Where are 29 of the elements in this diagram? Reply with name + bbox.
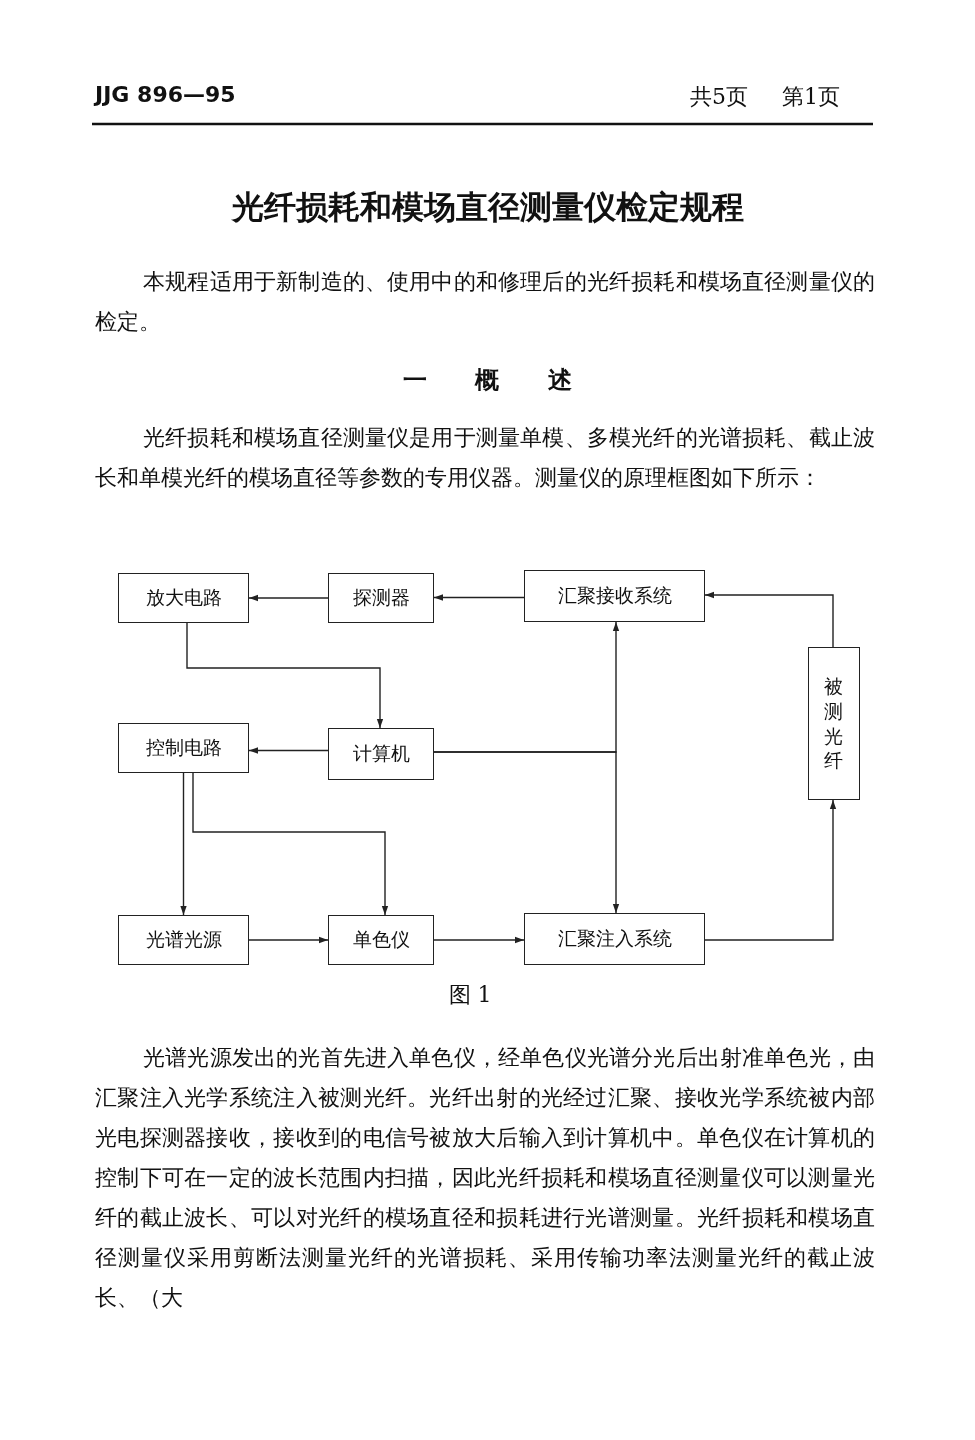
arrow: [186, 622, 384, 729]
figure-caption: 图 1: [447, 981, 493, 1009]
paragraph: 本规程适用于新制造的、使用中的和修理后的光纤损耗和模场直径测量仪的检定。: [95, 268, 875, 336]
process-box: 光谱光源: [118, 915, 249, 965]
process-box: 控制电路: [118, 723, 249, 773]
process-box: 被测光纤: [808, 647, 860, 800]
process-box: 放大电路: [118, 573, 249, 623]
process-box: 单色仪: [328, 915, 434, 965]
arrow: [180, 772, 187, 916]
arrow: [192, 772, 389, 916]
arrow: [248, 594, 329, 602]
document-code: JJG 896—95: [95, 82, 236, 107]
arrow: [704, 591, 834, 648]
arrow: [433, 594, 525, 601]
page-count: 共5页: [690, 83, 748, 111]
paragraph: 光纤损耗和模场直径测量仪是用于测量单模、多模光纤的光谱损耗、截止波长和单模光纤的模场直径等参数的专用仪器。测量仪的原理框图如下所示：: [95, 424, 875, 492]
section-heading: 一 概 述: [402, 364, 573, 396]
arrow: [433, 751, 620, 914]
paragraph: 光谱光源发出的光首先进入单色仪，经单色仪光谱分光后出射准单色光，由汇聚注入光学系统注入被测光纤。光纤出射的光经过汇聚、接收光学系统被内部光电探测器接收，接收到的电信号被放大后输入到计算机中。单色仪在计算机的控制下可在一定的波长范围内扫描，因此光纤损耗和模场直径测量仪可以测量光纤的截止波长、可以对光纤的模场直径和损耗进行光谱测量。光纤损耗和模场直径测量仪采用剪断法测量光纤的光谱损耗、采用传输功率法测量光纤的截止波长、（大: [95, 1044, 875, 1312]
process-box: 汇聚接收系统: [524, 570, 705, 622]
process-box: 计算机: [328, 728, 434, 780]
process-box: 探测器: [328, 573, 434, 623]
arrow: [433, 936, 525, 944]
page-number: 第1页: [782, 83, 840, 111]
process-box: 汇聚注入系统: [524, 913, 705, 965]
arrow: [704, 799, 837, 941]
arrow: [248, 936, 329, 944]
page-title: 光纤损耗和模场直径测量仪检定规程: [230, 187, 745, 228]
arrow: [248, 747, 329, 754]
